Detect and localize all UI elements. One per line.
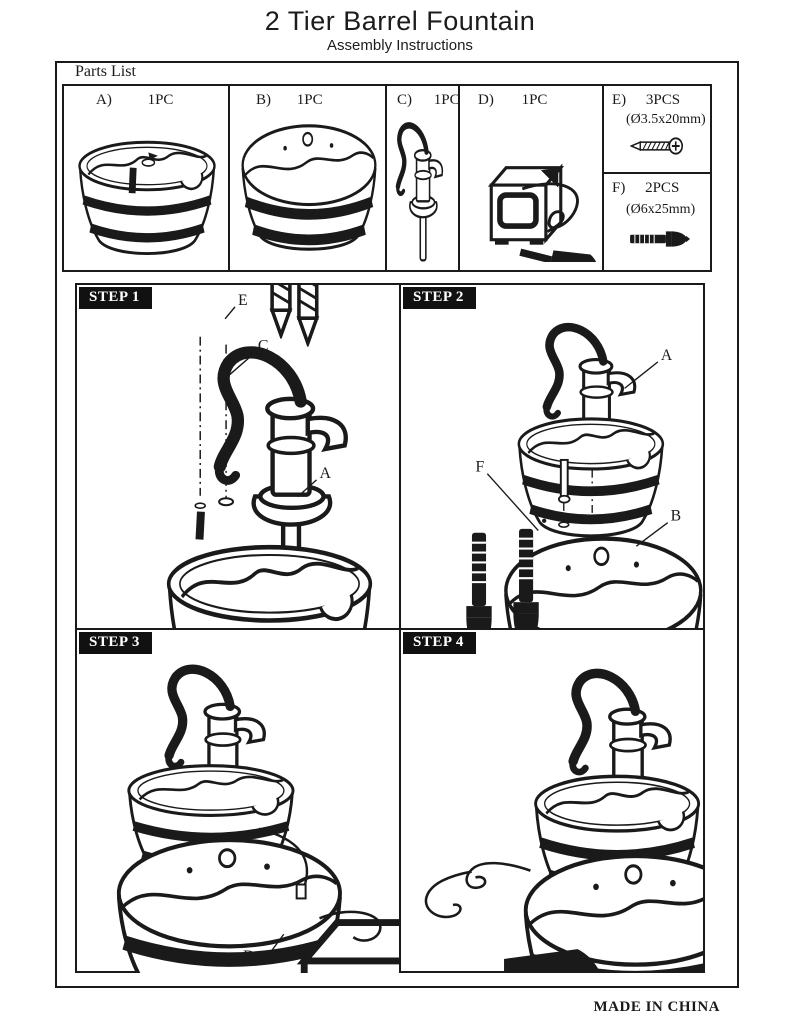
step-4-label: STEP 4 — [403, 632, 476, 654]
parts-list-heading: Parts List — [75, 63, 136, 80]
callout-e: E — [238, 292, 248, 309]
part-cell-c: C) 1PC — [387, 86, 460, 270]
part-cell-e: E) 3PCS (Ø3.5x20mm) — [604, 86, 710, 174]
part-c-qty: 1PC — [433, 92, 460, 108]
hand-pump-icon — [393, 116, 455, 266]
step-2-diagram: A F B — [401, 285, 703, 628]
parts-list-table: A) 1PC B) 1PC C) 1PC — [62, 84, 712, 272]
power-plug-icon — [440, 949, 607, 973]
part-e-qty: 3PCS — [645, 92, 681, 108]
part-cell-f: F) 2PCS (Ø6x25mm) — [604, 174, 710, 270]
step-2-label: STEP 2 — [403, 287, 476, 309]
part-d-label: D) — [478, 92, 494, 108]
callout-f: F — [476, 459, 485, 476]
callout-a: A — [320, 465, 332, 482]
part-cell-a: A) 1PC — [64, 86, 230, 270]
step-1-panel: STEP 1 E C A — [77, 285, 399, 628]
steps-horizontal-divider — [77, 628, 703, 630]
page-subtitle: Assembly Instructions — [327, 37, 473, 54]
made-in-china-text: MADE IN CHINA — [593, 999, 720, 1015]
steps-grid: STEP 1 E C A STEP 2 — [75, 283, 705, 973]
part-cell-ef: E) 3PCS (Ø3.5x20mm) F) 2PCS (Ø6x25mm) — [604, 86, 710, 270]
step-2-panel: STEP 2 A F B — [401, 285, 703, 628]
screw-icon — [290, 285, 326, 343]
step-3-panel: STEP 3 D — [77, 630, 399, 973]
large-barrel-icon — [236, 116, 382, 268]
step-3-label: STEP 3 — [79, 632, 152, 654]
page-title: 2 Tier Barrel Fountain — [264, 6, 536, 36]
part-a-qty: 1PC — [147, 92, 174, 108]
part-d-qty: 1PC — [521, 92, 548, 108]
part-cell-b: B) 1PC — [230, 86, 387, 270]
small-barrel-icon — [169, 547, 371, 628]
part-a-label: A) — [96, 92, 112, 108]
part-cell-d: D) 1PC — [460, 86, 604, 270]
outer-border — [55, 61, 739, 988]
part-c-label: C) — [397, 92, 412, 108]
part-e-size: (Ø3.5x20mm) — [626, 112, 706, 127]
lag-bolt-icon — [466, 533, 491, 628]
step-1-label: STEP 1 — [79, 287, 152, 309]
screw-icon — [630, 136, 688, 156]
lag-bolt-icon — [628, 228, 690, 250]
callout-d: D — [243, 948, 254, 965]
small-barrel-icon — [519, 419, 663, 536]
callout-a: A — [661, 347, 673, 364]
part-b-label: B) — [256, 92, 271, 108]
step-4-panel: STEP 4 — [401, 630, 703, 973]
part-f-size: (Ø6x25mm) — [626, 202, 696, 217]
callout-c: C — [258, 338, 269, 355]
callout-b: B — [671, 508, 681, 525]
part-f-label: F) — [612, 180, 626, 196]
step-4-diagram — [424, 630, 703, 973]
screw-icon — [263, 285, 299, 335]
water-pump-with-cord-icon — [464, 142, 600, 262]
step-1-diagram: E C A — [77, 285, 399, 628]
step-3-diagram: D — [77, 630, 399, 973]
part-e-label: E) — [612, 92, 627, 108]
part-b-qty: 1PC — [296, 92, 323, 108]
small-barrel-icon — [72, 132, 222, 268]
part-f-qty: 2PCS — [645, 180, 680, 196]
